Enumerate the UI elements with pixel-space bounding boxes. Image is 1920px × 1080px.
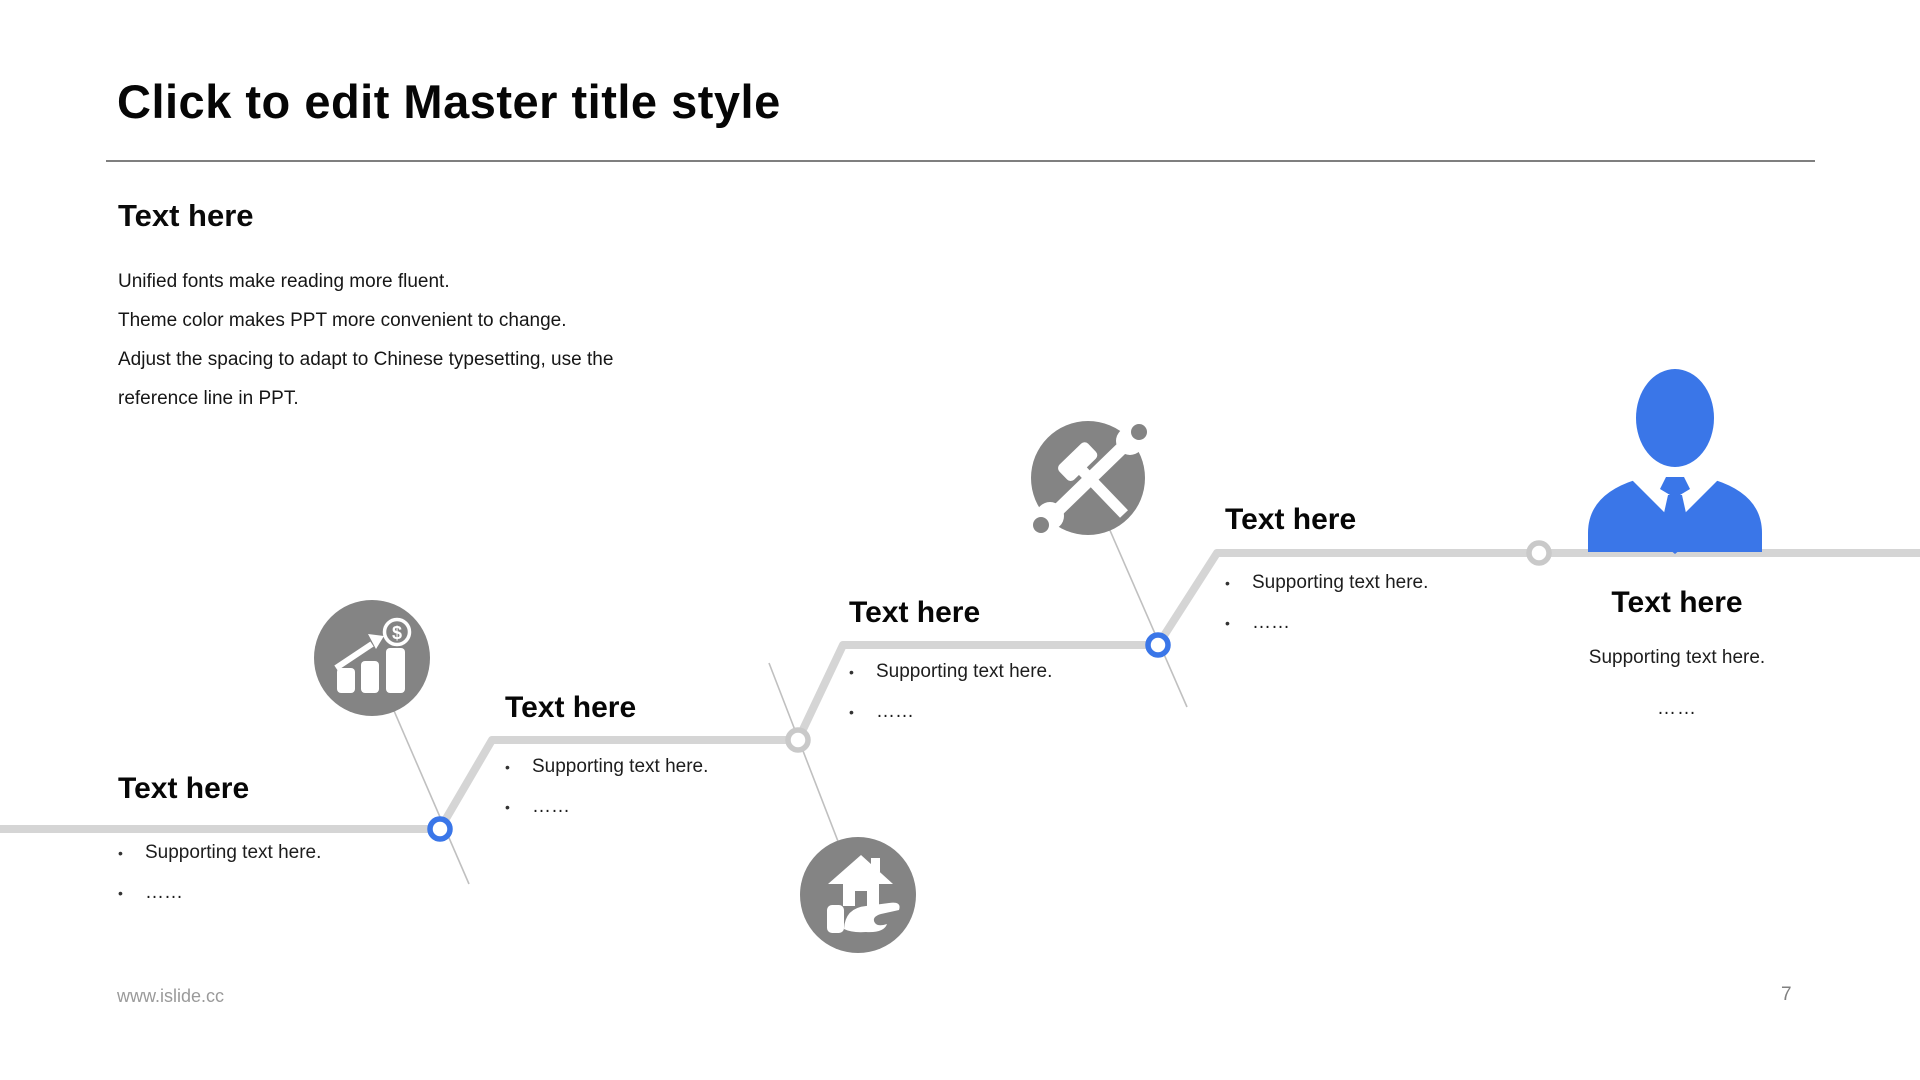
slide-title: Click to edit Master title style	[117, 75, 781, 128]
bullet-marker: •	[1225, 575, 1230, 591]
bullet-text: Supporting text here.	[145, 842, 322, 863]
icon-connector-lines	[371, 479, 1188, 894]
step-heading: Text here	[1225, 503, 1357, 536]
bullet-text: ……	[532, 796, 570, 817]
title-divider-line	[106, 160, 1815, 162]
intro-body-line: Unified fonts make reading more fluent.	[118, 271, 450, 292]
bullet-text: Supporting text here.	[876, 661, 1053, 682]
bullet-marker: •	[118, 845, 123, 861]
svg-text:$: $	[392, 623, 402, 643]
step-heading: Text here	[1611, 586, 1743, 619]
bullet-text: Supporting text here.	[532, 756, 709, 777]
bullet-item: • ……	[1225, 612, 1428, 638]
intro-body-line: Theme color makes PPT more convenient to…	[118, 310, 567, 331]
bullet-item: • ……	[505, 796, 708, 822]
bullet-marker: •	[1225, 615, 1230, 631]
step-heading: Text here	[505, 691, 637, 724]
bullet-item: • ……	[118, 882, 321, 908]
step-text: ……	[1657, 698, 1697, 719]
timeline-step-2: Text here • Supporting text here. • ……	[505, 689, 708, 836]
timeline-path	[0, 549, 1920, 833]
step-heading: Text here	[118, 772, 250, 805]
bullet-item: • Supporting text here.	[505, 756, 708, 782]
bullet-item: • Supporting text here.	[118, 842, 321, 868]
house-hand-icon	[800, 837, 916, 953]
businessman-icon	[1588, 369, 1762, 554]
bullet-marker: •	[849, 664, 854, 680]
intro-heading: Text here	[118, 198, 254, 233]
bullet-marker: •	[849, 704, 854, 720]
step-heading: Text here	[849, 596, 981, 629]
footer-website: www.islide.cc	[117, 986, 225, 1006]
step-bullets: • Supporting text here. • ……	[505, 756, 708, 822]
timeline-node-4	[1526, 540, 1552, 566]
timeline-step-1: Text here • Supporting text here. • ……	[118, 770, 321, 922]
bullet-text: ……	[145, 882, 183, 903]
bullet-marker: •	[118, 885, 123, 901]
bullet-item: • Supporting text here.	[1225, 572, 1428, 598]
bullet-text: ……	[1252, 612, 1290, 633]
step-bullets: • Supporting text here. • ……	[849, 661, 1052, 727]
bullet-item: • Supporting text here.	[849, 661, 1052, 687]
timeline-node-3	[1145, 632, 1171, 658]
bullet-item: • ……	[849, 701, 1052, 727]
timeline-node-1	[427, 816, 453, 842]
step-bullets: • Supporting text here. • ……	[1225, 572, 1428, 638]
bullet-text: Supporting text here.	[1252, 572, 1429, 593]
step-text: Supporting text here.	[1588, 647, 1766, 668]
timeline-node-2	[785, 727, 811, 753]
intro-body-line: Adjust the spacing to adapt to Chinese t…	[118, 349, 614, 370]
tools-icon	[1031, 421, 1147, 535]
page-number: 7	[1781, 984, 1792, 1005]
intro-body: Unified fonts make reading more fluent. …	[118, 262, 738, 418]
bullet-marker: •	[505, 759, 510, 775]
timeline-step-5: Text here Supporting text here. ……	[1526, 584, 1828, 720]
bullet-text: ……	[876, 701, 914, 722]
timeline-step-3: Text here • Supporting text here. • ……	[849, 594, 1052, 741]
intro-body-line: reference line in PPT.	[118, 388, 299, 409]
growth-chart-icon: $	[314, 600, 430, 716]
timeline-step-4: Text here • Supporting text here. • ……	[1225, 501, 1428, 652]
bullet-marker: •	[505, 799, 510, 815]
step-bullets: • Supporting text here. • ……	[118, 842, 321, 908]
